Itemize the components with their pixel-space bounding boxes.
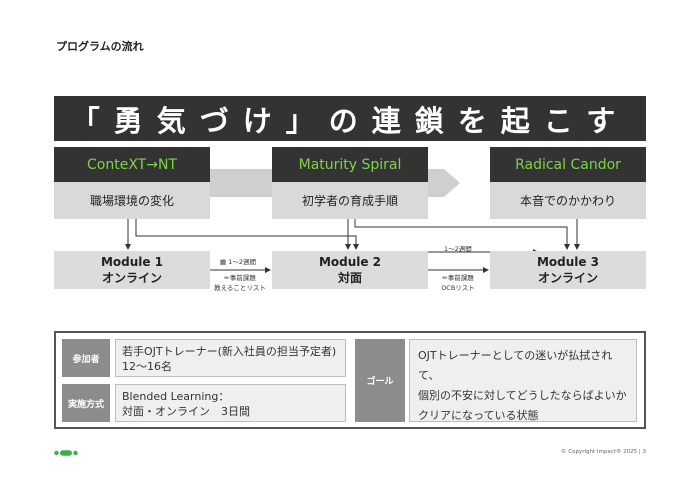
gap-2-task: ✏事前課題 OCBリスト [426,272,490,292]
module-1-card: Module 1 オンライン [54,251,210,289]
goal-line-3: クリアになっている状態 [418,409,539,422]
module-3-name: Module 3 [536,255,600,269]
goal-line-1: OJTトレーナーとしての迷いが払拭されて、 [418,349,613,382]
participants-value: 若手OJTトレーナー(新入社員の担当予定者) 12〜16名 [115,339,346,377]
module-1-format: オンライン [101,271,162,285]
gap-1-task-detail: 教えることリスト [214,284,266,292]
module-1-name: Module 1 [100,255,164,269]
participants-line-1: 若手OJTトレーナー(新入社員の担当予定者) [122,345,337,358]
module-3-format: オンライン [537,271,598,285]
gap-2-task-detail: OCBリスト [441,284,475,292]
gap-1-interval-text: 1〜2週間 [228,258,257,266]
method-label: 実施方式 [62,384,110,422]
gap-2-task-label: 事前課題 [447,274,474,282]
footer: © Copyright Impact® 2025 | 3 [561,449,646,455]
calendar-icon: ▦ [220,258,227,266]
goal-line-2: 個別の不安に対してどうしたならばよいか [418,389,627,402]
program-info-panel [54,331,646,429]
page-title: プログラムの流れ [56,40,144,53]
column-body-maturity: 初学者の育成手順 [272,182,428,219]
pencil-icon: ✏ [224,274,230,282]
participants-label: 参加者 [62,339,110,377]
column-head-candor: Radical Candor [490,147,646,182]
module-2-name: Module 2 [318,255,382,269]
module-2-card: Module 2 対面 [272,251,428,289]
method-value: Blended Learning： 対面・オンライン 3日間 [115,384,346,422]
gap-1-task: ✏事前課題 教えることリスト [208,272,272,292]
column-head-maturity: Maturity Spiral [272,147,428,182]
copyright-text: © Copyright Impact® 2025 [561,449,638,455]
goal-label: ゴール [355,339,405,422]
column-head-context: ConteXT→NT [54,147,210,182]
footer-separator: | [638,449,643,455]
column-body-context: 職場環境の変化 [54,182,210,219]
company-logo [54,450,78,456]
gap-1-task-label: 事前課題 [229,274,256,282]
participants-line-2: 12〜16名 [122,360,172,373]
method-line-1: Blended Learning： [122,390,230,403]
gap-1-interval: ▦ 1〜2週間 [220,256,256,266]
gap-2-interval: 1〜2週間 [444,245,472,253]
module-3-card: Module 3 オンライン [490,251,646,289]
pencil-icon: ✏ [442,274,448,282]
goal-value: OJTトレーナーとしての迷いが払拭されて、 個別の不安に対してどうしたならばよい… [409,339,637,422]
column-body-candor: 本音でのかかわり [490,182,646,219]
page-number: 3 [642,449,647,455]
method-line-2: 対面・オンライン 3日間 [122,405,250,418]
module-2-format: 対面 [337,271,362,285]
headline-banner: 「勇気づけ」の連鎖を起こす [54,96,646,141]
